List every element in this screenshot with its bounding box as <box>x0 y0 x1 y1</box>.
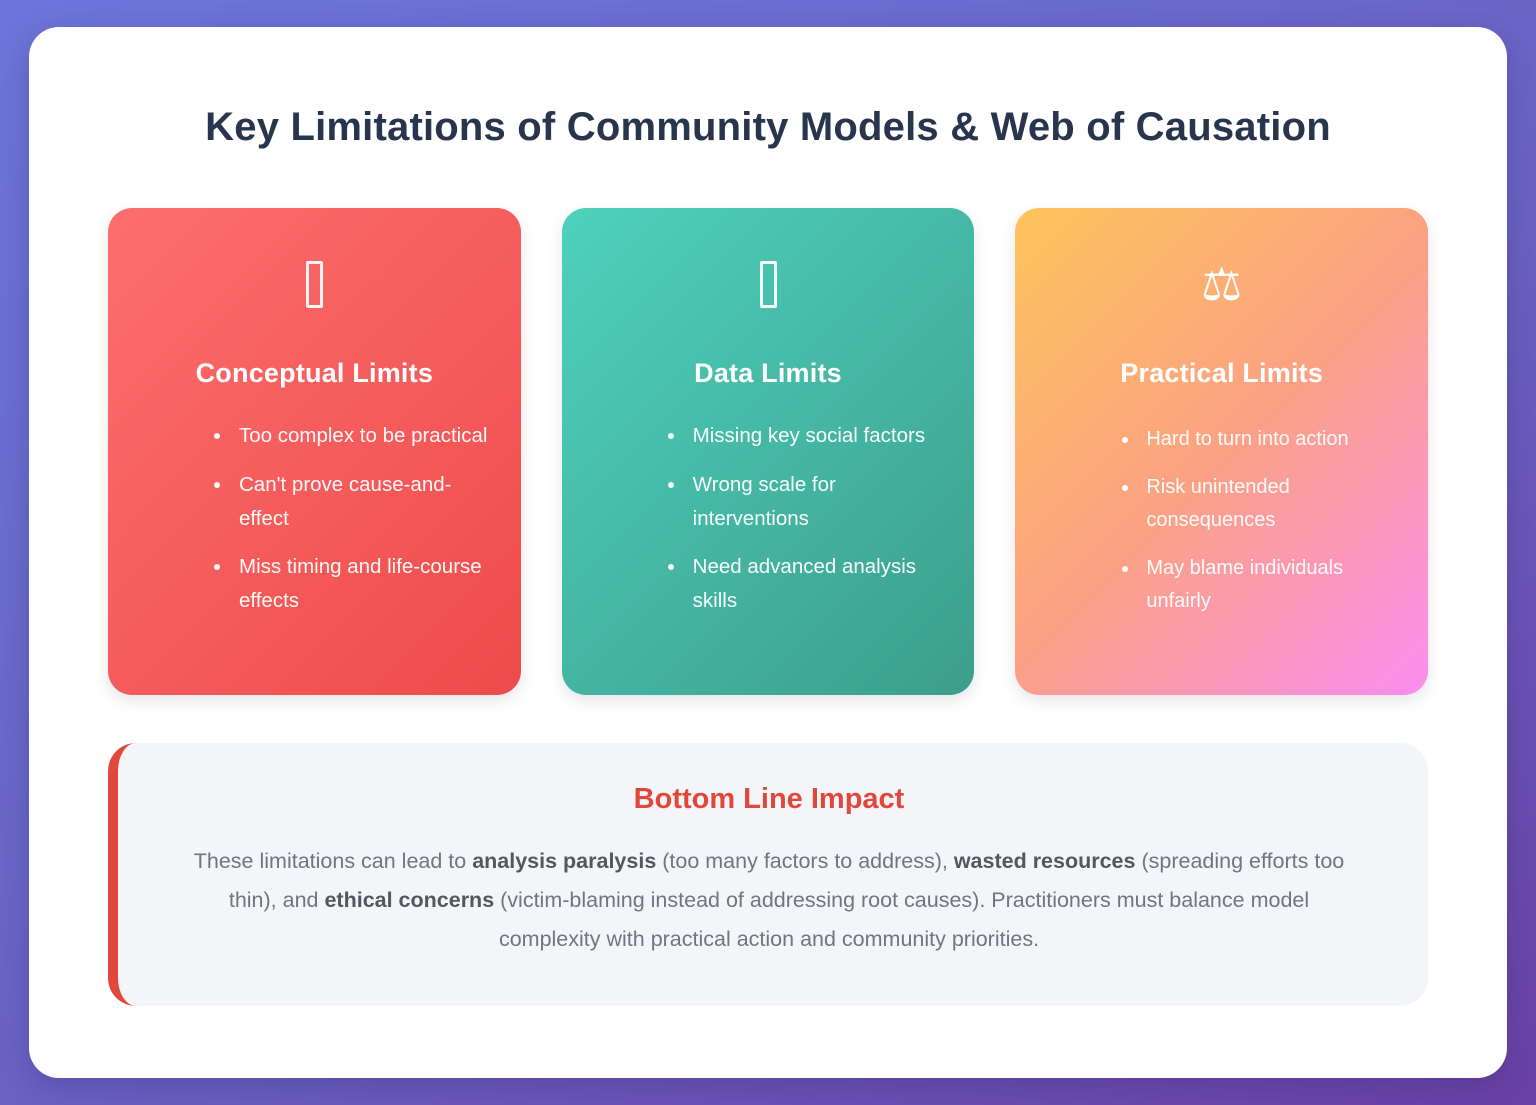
bullet-item: Missing key social factors <box>687 419 943 453</box>
limitation-cards-row: Conceptual Limits Too complex to be prac… <box>108 208 1429 695</box>
card-practical-limits: ⚖ Practical Limits Hard to turn into act… <box>1015 208 1429 695</box>
card-bullet-list: Missing key social factors Wrong scale f… <box>562 419 975 618</box>
card-title: Data Limits <box>694 358 842 388</box>
card-data-limits: Data Limits Missing key social factors W… <box>561 208 975 695</box>
bullet-item: Risk unintended consequences <box>1140 471 1396 537</box>
bullet-item: Too complex to be practical <box>233 419 489 453</box>
missing-glyph-box-icon <box>305 260 323 308</box>
missing-glyph-box-icon <box>759 260 777 308</box>
balance-scale-icon: ⚖ <box>1201 257 1243 311</box>
card-icon-area <box>108 252 521 316</box>
bottom-line-title: Bottom Line Impact <box>633 783 905 815</box>
card-conceptual-limits: Conceptual Limits Too complex to be prac… <box>108 208 521 695</box>
bullet-item: Hard to turn into action <box>1140 423 1396 456</box>
bottom-line-body: These limitations can lead to analysis p… <box>193 849 1345 952</box>
card-icon-area <box>562 252 975 316</box>
content-panel: Key Limitations of Community Models & We… <box>29 27 1507 1078</box>
card-bullet-list: Too complex to be practical Can't prove … <box>108 419 521 618</box>
card-bullet-list: Hard to turn into action Risk unintended… <box>1015 423 1428 618</box>
bullet-item: Miss timing and life-course effects <box>233 550 489 618</box>
card-title: Conceptual Limits <box>195 358 434 388</box>
bullet-item: May blame individuals unfairly <box>1140 552 1396 618</box>
bottom-line-impact-box: Bottom Line Impact These limitations can… <box>108 743 1428 1006</box>
page-title: Key Limitations of Community Models & We… <box>205 105 1331 149</box>
card-icon-area: ⚖ <box>1015 252 1428 316</box>
bullet-item: Wrong scale for interventions <box>687 468 943 536</box>
bullet-item: Need advanced analysis skills <box>687 550 943 618</box>
card-title: Practical Limits <box>1120 358 1324 388</box>
bullet-item: Can't prove cause-and-effect <box>233 468 489 536</box>
